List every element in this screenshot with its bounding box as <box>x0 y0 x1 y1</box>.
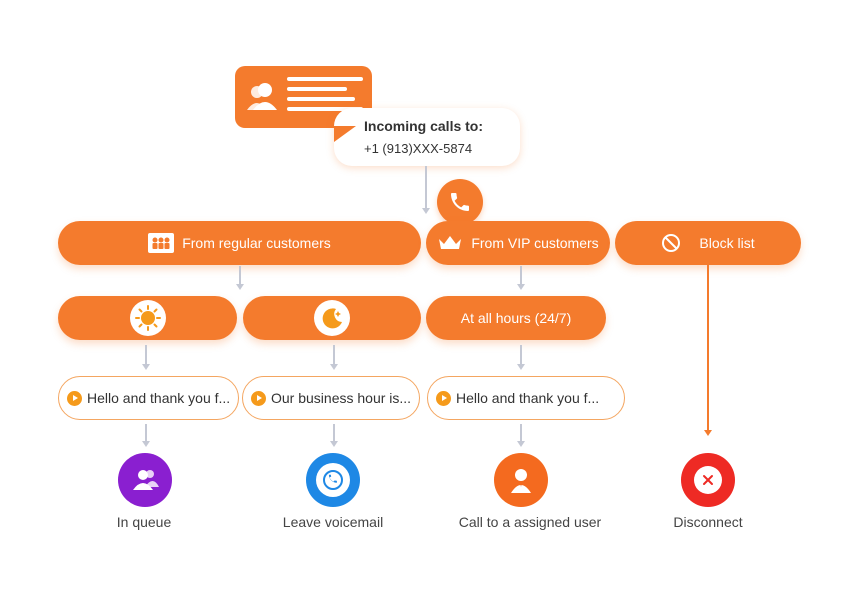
play-icon[interactable] <box>67 390 82 406</box>
message-text: Our business hour is... <box>271 390 412 406</box>
schedule-nighttime[interactable] <box>243 296 421 340</box>
greeting-message-2[interactable]: Our business hour is... <box>242 376 420 420</box>
sun-icon <box>129 300 166 336</box>
connector-arrow <box>330 441 338 447</box>
incoming-calls-title: Incoming calls to: <box>364 118 484 134</box>
endpoint-label-assigned-user: Call to a assigned user <box>458 514 602 530</box>
connector-line <box>333 424 335 441</box>
connector-line <box>520 266 522 284</box>
message-text: Hello and thank you f... <box>456 390 600 406</box>
connector-arrow <box>236 284 244 290</box>
branch-block-list[interactable]: Block list <box>615 221 801 265</box>
greeting-message-1[interactable]: Hello and thank you f... <box>58 376 239 420</box>
endpoint-label-voicemail: Leave voicemail <box>282 514 384 530</box>
greeting-message-3[interactable]: Hello and thank you f... <box>427 376 625 420</box>
branch-block-label: Block list <box>699 235 755 251</box>
schedule-all-hours[interactable]: At all hours (24/7) <box>426 296 606 340</box>
connector-line <box>520 345 522 364</box>
connector-arrow <box>517 441 525 447</box>
connector-arrow <box>142 441 150 447</box>
disconnect-icon <box>681 453 735 507</box>
branch-regular-label: From regular customers <box>182 235 331 251</box>
connector-arrow <box>517 284 525 290</box>
schedule-all-hours-label: At all hours (24/7) <box>460 310 572 326</box>
block-icon <box>661 233 681 253</box>
phone-icon <box>437 179 483 225</box>
connector-line <box>425 166 427 208</box>
block-connector-arrow <box>704 430 712 436</box>
moon-icon <box>314 300 350 336</box>
connector-arrow <box>330 364 338 370</box>
endpoint-label-disconnect: Disconnect <box>673 514 743 530</box>
block-connector-line <box>707 265 709 430</box>
endpoint-label-in-queue: In queue <box>116 514 172 530</box>
crown-icon <box>437 234 463 252</box>
contact-card-icon <box>235 66 372 128</box>
connector-arrow <box>422 208 430 214</box>
incoming-calls-callout: Incoming calls to: +1 (913)XXX-5874 <box>334 108 520 166</box>
connector-line <box>520 424 522 441</box>
connector-line <box>145 345 147 364</box>
connector-arrow <box>142 364 150 370</box>
message-text: Hello and thank you f... <box>87 390 231 406</box>
in-queue-icon <box>118 453 172 507</box>
connector-line <box>145 424 147 441</box>
assigned-user-icon <box>494 453 548 507</box>
voicemail-icon <box>306 453 360 507</box>
incoming-number: +1 (913)XXX-5874 <box>364 141 473 156</box>
play-icon[interactable] <box>251 390 266 406</box>
connector-arrow <box>517 364 525 370</box>
speech-bubble-tail <box>334 126 356 142</box>
connector-line <box>239 266 241 284</box>
branch-vip-label: From VIP customers <box>471 235 599 251</box>
connector-line <box>333 345 335 364</box>
schedule-daytime[interactable] <box>58 296 237 340</box>
branch-vip-customers[interactable]: From VIP customers <box>426 221 610 265</box>
group-icon <box>148 233 175 253</box>
play-icon[interactable] <box>436 390 451 406</box>
branch-regular-customers[interactable]: From regular customers <box>58 221 421 265</box>
